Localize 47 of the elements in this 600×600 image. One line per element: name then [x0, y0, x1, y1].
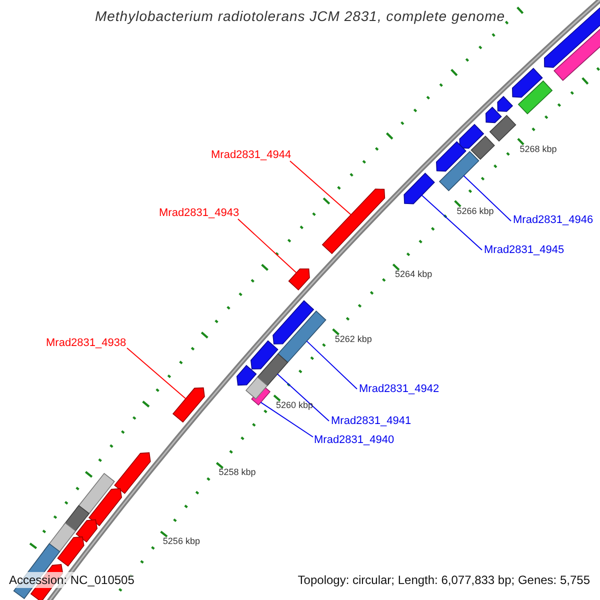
leader-line [260, 402, 314, 438]
gene-feature [272, 300, 314, 344]
gene-feature [57, 536, 84, 567]
scale-label: 5266 kbp [456, 206, 494, 217]
leader-line [290, 160, 352, 216]
scale-label: 5264 kbp [395, 269, 432, 280]
gene-feature [459, 124, 484, 149]
gene-feature [486, 106, 502, 124]
scale-label: 5268 kbp [520, 144, 557, 155]
gene-feature [512, 68, 543, 98]
gene-feature [88, 488, 122, 526]
scale-label: 5262 kbp [334, 334, 372, 345]
gene-label: Mrad2831_4946 [513, 214, 594, 227]
gene-feature [277, 310, 326, 363]
scale-label: 5256 kbp [162, 536, 200, 548]
footer-note: Accession: NC_010505 [8, 572, 136, 588]
title: Methylobacterium radiotolerans JCM 2831, complete genome [94, 8, 506, 25]
gene-feature [245, 376, 268, 400]
gene-feature [322, 188, 386, 254]
leader-line [276, 374, 330, 422]
gene-label: Mrad2831_4941 [331, 415, 412, 428]
gene-feature [470, 136, 495, 160]
gene-feature [256, 353, 288, 386]
gene-feature [404, 172, 435, 204]
gene-feature [172, 387, 205, 423]
gene-feature [114, 452, 151, 494]
gene-feature [76, 472, 115, 517]
gene-feature [250, 340, 278, 370]
leader-line [238, 218, 297, 274]
gene-label: Mrad2831_4938 [46, 337, 126, 350]
gene-label: Mrad2831_4942 [359, 383, 440, 396]
gene-label: Mrad2831_4943 [159, 207, 240, 220]
gene-label: Mrad2831_4944 [211, 149, 292, 162]
leader-line [463, 175, 512, 222]
leader-line [126, 348, 186, 400]
gene-feature [436, 141, 466, 172]
scale-label: 5258 kbp [218, 467, 256, 478]
scale-label: 5260 kbp [276, 400, 314, 412]
gene-label: Mrad2831_4945 [484, 244, 564, 257]
gene-feature [497, 96, 514, 112]
gene-label: Mrad2831_4940 [314, 434, 394, 447]
gene-feature [438, 151, 480, 192]
leader-line [421, 194, 482, 250]
footer-note: Topology: circular; Length: 6,077,833 bp; Genes: 5,755 [296, 572, 591, 588]
gene-feature [518, 80, 553, 114]
gene-feature [489, 114, 516, 142]
gene-feature [288, 268, 310, 290]
